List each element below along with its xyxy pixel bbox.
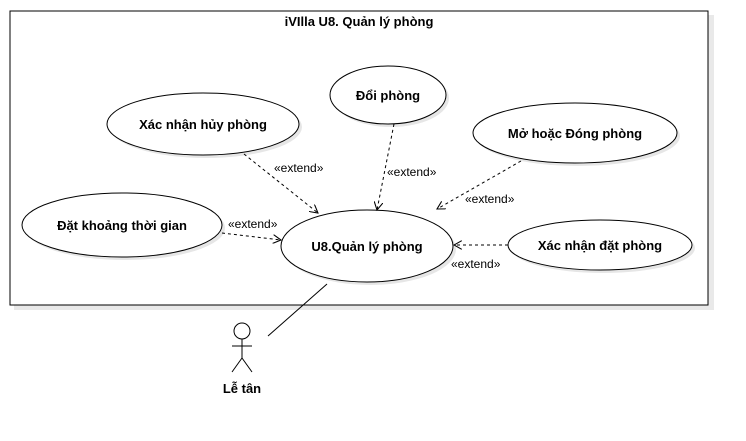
actor-association-line[interactable] <box>267 283 328 337</box>
use-case-xac-nhan-dat-phong[interactable]: Xác nhận đặt phòng <box>507 219 695 273</box>
use-case-label: Đặt khoảng thời gian <box>57 218 187 233</box>
use-case-doi-phong[interactable]: Đổi phòng <box>329 65 449 127</box>
extend-mo-hoac-dong-phong[interactable]: «extend» <box>437 160 522 209</box>
extend-xac-nhan-huy-phong[interactable]: «extend» <box>243 153 324 213</box>
use-case-quan-ly-phong[interactable]: U8.Quản lý phòng <box>280 209 456 285</box>
use-case-dat-khoang-thoi-gian[interactable]: Đặt khoảng thời gian <box>21 192 225 260</box>
system-title: iVIlla U8. Quản lý phòng <box>285 14 434 29</box>
use-case-label: Xác nhận hủy phòng <box>139 117 267 132</box>
extend-xac-nhan-dat-phong[interactable]: «extend» <box>451 245 508 271</box>
extend-label: «extend» <box>228 217 278 231</box>
use-case-mo-hoac-dong-phong[interactable]: Mở hoặc Đóng phòng <box>472 102 680 166</box>
use-case-xac-nhan-huy-phong[interactable]: Xác nhận hủy phòng <box>106 92 302 158</box>
extend-doi-phong[interactable]: «extend» <box>377 123 437 210</box>
extend-label: «extend» <box>274 161 324 175</box>
extend-label: «extend» <box>387 165 437 179</box>
actor-stick-figure-icon <box>231 322 253 373</box>
extend-label: «extend» <box>451 257 501 271</box>
extend-dat-khoang-thoi-gian[interactable]: «extend» <box>221 217 281 240</box>
use-case-label: Mở hoặc Đóng phòng <box>508 126 642 141</box>
actor-le-tan[interactable]: Lễ tân <box>223 322 261 396</box>
actor-name: Lễ tân <box>223 381 261 396</box>
use-case-label: Đổi phòng <box>356 88 420 103</box>
extend-label: «extend» <box>465 192 515 206</box>
use-case-label: Xác nhận đặt phòng <box>538 238 662 253</box>
use-case-label: U8.Quản lý phòng <box>311 239 422 254</box>
